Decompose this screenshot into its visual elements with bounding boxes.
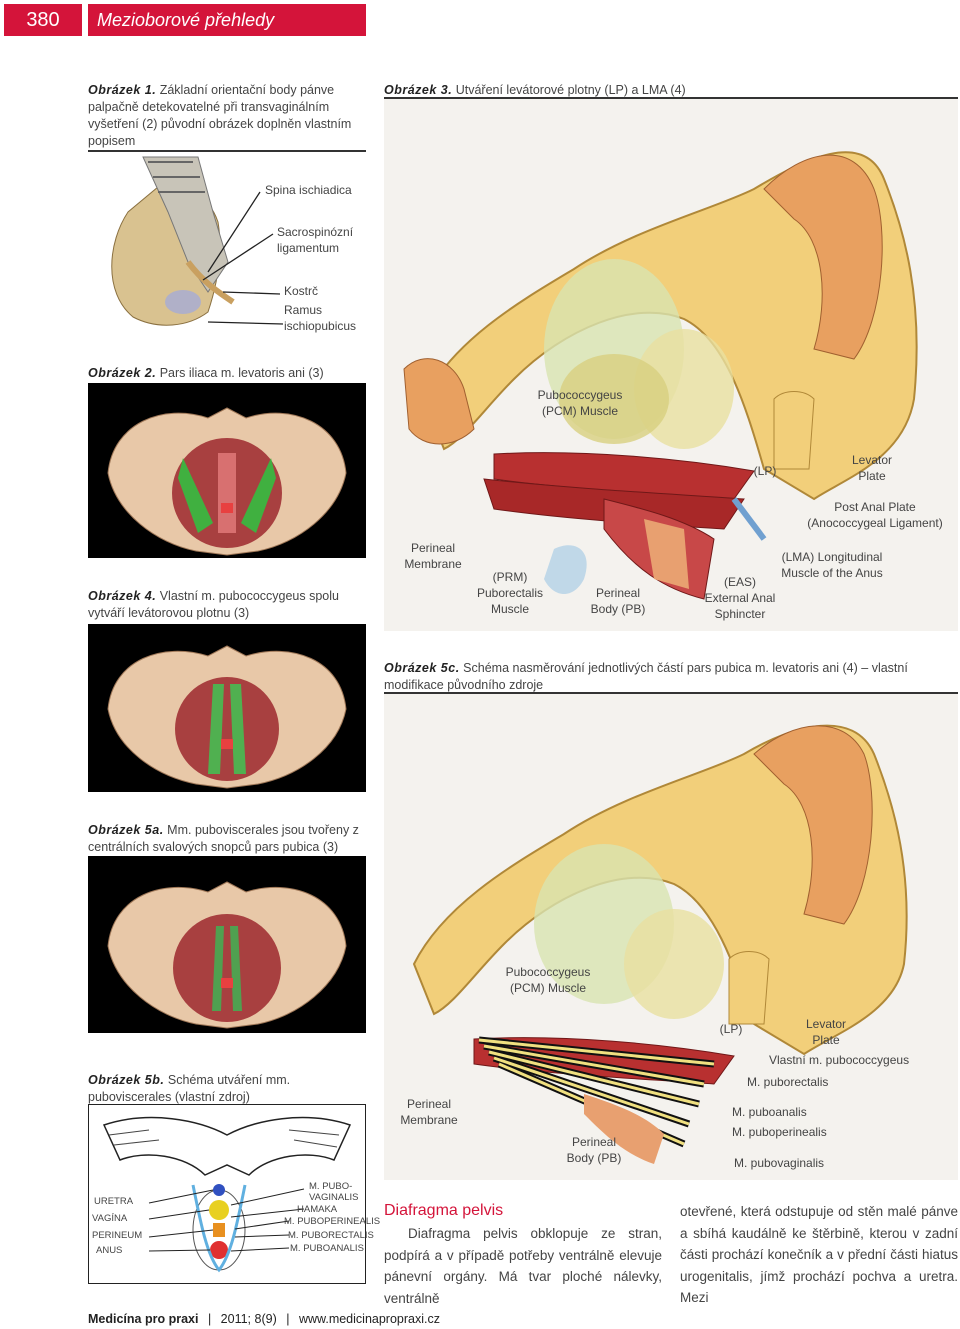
fig4-label: Obrázek 4. bbox=[88, 589, 157, 603]
section-title: Mezioborové přehledy bbox=[88, 4, 366, 36]
fig3-caption: Obrázek 3. Utváření levátorové plotny (L… bbox=[384, 82, 958, 99]
fig5b-label-pubo: M. PUBO- bbox=[309, 1181, 353, 1192]
footer-separator: | bbox=[207, 1312, 212, 1326]
fig3-label-pcm1: Pubococcygeus bbox=[537, 388, 623, 402]
fig1-label-sacrospinozni: Sacrospinózní bbox=[277, 225, 354, 239]
fig5c-label-lp: (LP) bbox=[719, 1022, 743, 1036]
fig1-label-ramus: Ramus bbox=[284, 303, 323, 317]
fig5a-caption-text: Mm. puboviscerales jsou tvořeny z centrá… bbox=[88, 823, 359, 854]
fig1-label-ligamentum: ligamentum bbox=[277, 241, 340, 255]
fig5c-label-pcm1: Pubococcygeus bbox=[505, 965, 591, 979]
fig3-label-plate: Plate bbox=[858, 469, 886, 483]
fig5c-label-levator: Levator bbox=[805, 1017, 847, 1031]
fig3-label-sphincter: Sphincter bbox=[714, 607, 766, 621]
fig2-caption-text: Pars iliaca m. levatoris ani (3) bbox=[159, 366, 324, 380]
fig5b-label-puborectalis: M. PUBORECTALIS bbox=[288, 1230, 374, 1241]
fig3-rule bbox=[384, 97, 958, 99]
fig5b-label: Obrázek 5b. bbox=[88, 1073, 165, 1087]
footer: Medicína pro praxi | 2011; 8(9) | www.me… bbox=[88, 1312, 440, 1326]
fig4-caption-text: Vlastní m. pubococcygeus spolu vytváří l… bbox=[88, 589, 339, 620]
article-column-2: otevřené, která odstupuje od stěn malé p… bbox=[680, 1204, 958, 1305]
fig5b-label-hamaka: HAMAKA bbox=[297, 1204, 338, 1215]
fig5c-label-pcm2: (PCM) Muscle bbox=[509, 981, 586, 995]
fig3-label-muscle: Muscle bbox=[490, 602, 529, 616]
fig5c-label-membrane: Membrane bbox=[400, 1113, 458, 1127]
fig5b-label-puboperinealis: M. PUBOPERINEALIS bbox=[284, 1216, 381, 1227]
fig3-label-membrane: Membrane bbox=[404, 557, 462, 571]
fig5c-label-pubovaginalis: M. pubovaginalis bbox=[734, 1156, 825, 1170]
fig5b-label-uretra: URETRA bbox=[94, 1196, 134, 1207]
fig5c-label: Obrázek 5c. bbox=[384, 661, 460, 675]
fig5b-caption-text: Schéma utváření mm. puboviscerales (vlas… bbox=[88, 1073, 291, 1104]
fig5c-caption-text: Schéma nasměrování jednotlivých částí pa… bbox=[384, 661, 908, 692]
fig3-label-perineal: Perineal bbox=[410, 541, 456, 555]
fig3-label-lma: (LMA) Longitudinal bbox=[781, 550, 883, 564]
fig3-label-prm: (PRM) bbox=[492, 570, 528, 584]
footer-journal: Medicína pro praxi bbox=[88, 1312, 199, 1326]
fig1-label-ischiopubicus: ischiopubicus bbox=[284, 319, 357, 333]
fig3-illustration bbox=[384, 99, 958, 631]
fig1-label-kostrc: Kostrč bbox=[284, 284, 319, 298]
fig5a-image bbox=[88, 856, 366, 1033]
fig4-caption: Obrázek 4. Vlastní m. pubococcygeus spol… bbox=[88, 588, 366, 622]
fig3-label-muscle-anus: Muscle of the Anus bbox=[781, 566, 883, 580]
fig5c-label-puboperinealis: M. puboperinealis bbox=[732, 1125, 827, 1139]
fig5c-label-puborectalis: M. puborectalis bbox=[747, 1075, 829, 1089]
fig1-label-spina: Spina ischiadica bbox=[265, 183, 352, 197]
fig5c-label-perineal-body1: Perineal bbox=[571, 1135, 617, 1149]
article-heading: Diafragma pelvis bbox=[384, 1202, 504, 1219]
fig1-label: Obrázek 1. bbox=[88, 83, 157, 97]
fig1-rule bbox=[88, 150, 366, 152]
fig2-image bbox=[88, 383, 366, 558]
fig4-image bbox=[88, 624, 366, 792]
fig5c-illustration bbox=[384, 694, 958, 1180]
fig2-label: Obrázek 2. bbox=[88, 366, 157, 380]
page-number: 380 bbox=[4, 4, 82, 36]
fig5c-label-plate: Plate bbox=[812, 1033, 840, 1047]
fig3-label-perineal-body1: Perineal bbox=[595, 586, 641, 600]
fig5a-caption: Obrázek 5a. Mm. puboviscerales jsou tvoř… bbox=[88, 822, 366, 856]
fig3-label-postanal: Post Anal Plate bbox=[834, 500, 916, 514]
fig1-caption-text: Základní orientační body pánve palpačně … bbox=[88, 83, 352, 148]
article-column-1: Diafragma pelvis obklopuje ze stran, pod… bbox=[384, 1226, 662, 1306]
fig3-label-anococcygeal: (Anococcygeal Ligament) bbox=[807, 516, 943, 530]
fig5b-label-vagina: VAGÍNA bbox=[92, 1213, 128, 1224]
fig5c-label-perineal: Perineal bbox=[406, 1097, 452, 1111]
fig1-pelvis-illustration bbox=[111, 156, 284, 326]
footer-separator: | bbox=[286, 1312, 290, 1326]
fig5a-label: Obrázek 5a. bbox=[88, 823, 164, 837]
fig5b-label-perineum: PERINEUM bbox=[92, 1230, 143, 1241]
fig5b-caption: Obrázek 5b. Schéma utváření mm. pubovisc… bbox=[88, 1072, 366, 1106]
fig3-label-levator: Levator bbox=[851, 453, 893, 467]
fig3-label-lp: (LP) bbox=[753, 464, 777, 478]
fig3-label-perineal-body2: Body (PB) bbox=[590, 602, 646, 616]
fig5c-label-puboanalis: M. puboanalis bbox=[732, 1105, 807, 1119]
fig5b-label-puboanalis: M. PUBOANALIS bbox=[290, 1243, 364, 1254]
fig3-label-puborectalis: Puborectalis bbox=[476, 586, 544, 600]
fig3-label-pcm2: (PCM) Muscle bbox=[541, 404, 618, 418]
fig2-caption: Obrázek 2. Pars iliaca m. levatoris ani … bbox=[88, 365, 366, 382]
fig5b-label-vaginalis: VAGINALIS bbox=[309, 1192, 359, 1203]
fig3-label-eas: (EAS) bbox=[723, 575, 756, 589]
fig1-caption: Obrázek 1. Základní orientační body pánv… bbox=[88, 82, 366, 150]
footer-issue: 2011; 8(9) bbox=[220, 1312, 277, 1326]
fig5b-label-anus: ANUS bbox=[96, 1245, 123, 1256]
fig5c-label-vlastni-pubococcygeus: Vlastní m. pubococcygeus bbox=[769, 1053, 910, 1067]
fig3-label: Obrázek 3. bbox=[384, 83, 453, 97]
fig5c-caption: Obrázek 5c. Schéma nasměrování jednotliv… bbox=[384, 660, 958, 694]
fig5b-schematic bbox=[88, 1104, 366, 1284]
fig3-caption-text: Utváření levátorové plotny (LP) a LMA (4… bbox=[455, 83, 686, 97]
fig5c-rule bbox=[384, 692, 958, 694]
footer-url[interactable]: www.medicinapropraxi.cz bbox=[298, 1312, 440, 1326]
fig5c-label-perineal-body2: Body (PB) bbox=[566, 1151, 622, 1165]
fig3-label-external-anal: External Anal bbox=[704, 591, 776, 605]
